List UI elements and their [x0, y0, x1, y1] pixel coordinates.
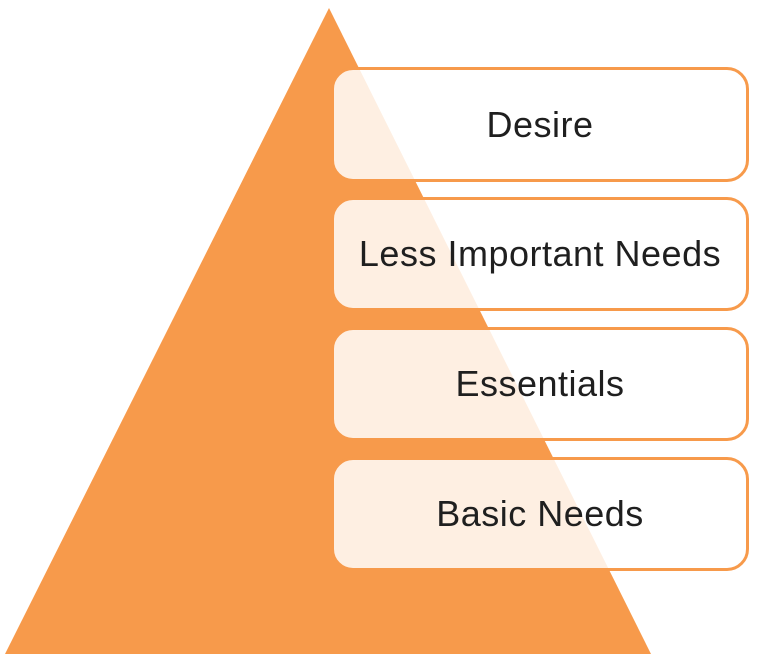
level-box-basic-needs: Basic Needs [331, 457, 749, 571]
level-label-desire: Desire [486, 103, 594, 145]
level-box-less-important-needs: Less Important Needs [331, 197, 749, 311]
level-box-essentials: Essentials [331, 327, 749, 441]
level-label-basic-needs: Basic Needs [436, 493, 644, 534]
level-box-desire: Desire [331, 67, 749, 182]
level-label-less-important-needs: Less Important Needs [358, 233, 722, 274]
level-label-essentials: Essentials [455, 363, 625, 404]
